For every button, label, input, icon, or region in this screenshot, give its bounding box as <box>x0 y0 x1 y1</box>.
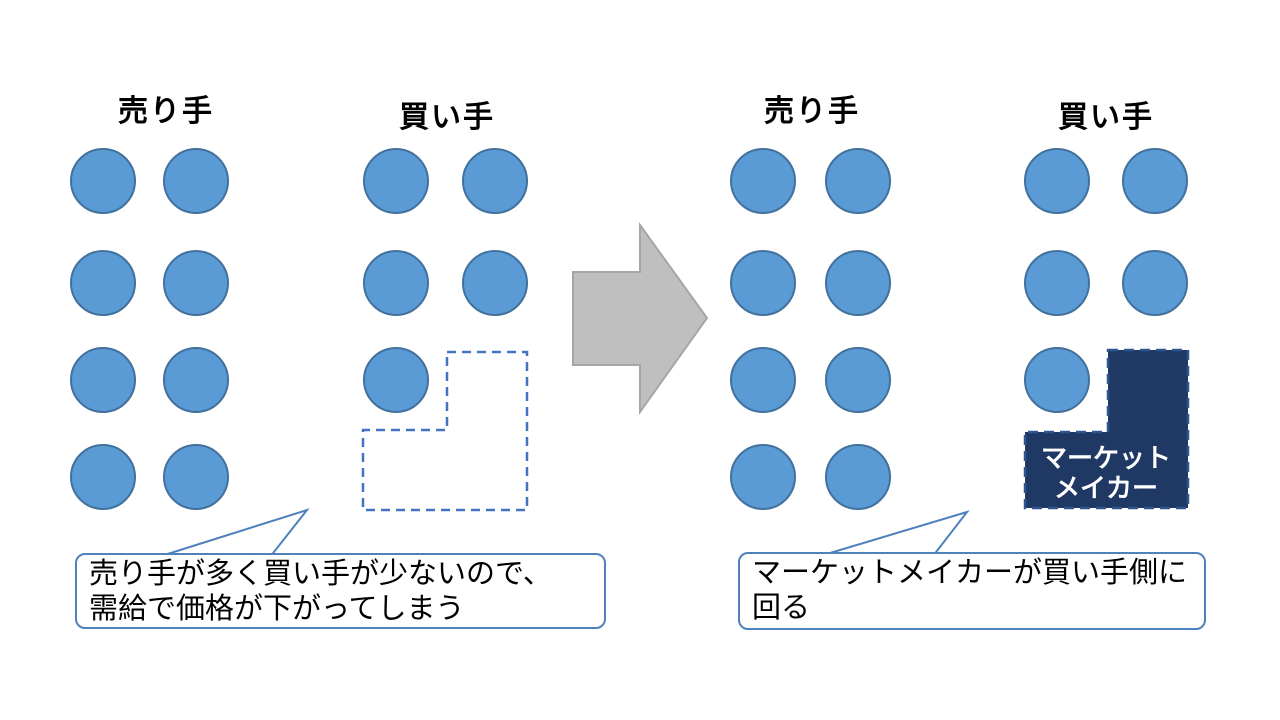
seller-left-title: 売り手 <box>118 95 214 128</box>
left-callout-line2: 需給で価格が下がってしまう <box>89 593 465 625</box>
buyer-right-title: 買い手 <box>1058 101 1154 134</box>
person-circle <box>363 250 429 316</box>
person-circle <box>730 250 796 316</box>
person-circle <box>730 347 796 413</box>
person-circle <box>1024 347 1090 413</box>
market-maker-label-line1: マーケット <box>1041 443 1171 473</box>
person-circle <box>70 444 136 510</box>
person-circle <box>825 148 891 214</box>
buyer-left-title: 買い手 <box>399 101 495 134</box>
person-circle <box>462 250 528 316</box>
person-circle <box>70 250 136 316</box>
person-circle <box>163 347 229 413</box>
person-circle <box>730 148 796 214</box>
missing-buyers-dashed-outline <box>361 350 529 512</box>
person-circle <box>825 250 891 316</box>
person-circle <box>163 444 229 510</box>
person-circle <box>1024 250 1090 316</box>
person-circle <box>163 148 229 214</box>
person-circle <box>1024 148 1090 214</box>
person-circle <box>825 444 891 510</box>
market-maker-shape <box>1023 348 1190 510</box>
seller-right-title: 売り手 <box>764 95 860 128</box>
person-circle <box>163 250 229 316</box>
person-circle <box>363 148 429 214</box>
right-callout-line1: マーケットメイカーが買い手側に <box>752 557 1188 589</box>
person-circle <box>1122 250 1188 316</box>
person-circle <box>1122 148 1188 214</box>
person-circle <box>462 148 528 214</box>
person-circle <box>70 148 136 214</box>
left-callout: 売り手が多く買い手が少ないので、 需給で価格が下がってしまう <box>75 553 606 629</box>
left-callout-line1: 売り手が多く買い手が少ないので、 <box>89 558 552 590</box>
person-circle <box>70 347 136 413</box>
left-callout-tail <box>157 508 310 558</box>
person-circle <box>363 347 429 413</box>
right-callout-tail <box>819 510 970 557</box>
person-circle <box>825 347 891 413</box>
right-callout-line2: 回る <box>752 592 811 624</box>
right-callout: マーケットメイカーが買い手側に 回る <box>738 552 1206 630</box>
right-arrow-icon <box>572 221 709 416</box>
market-maker-label-line2: メイカー <box>1054 473 1158 503</box>
person-circle <box>730 444 796 510</box>
